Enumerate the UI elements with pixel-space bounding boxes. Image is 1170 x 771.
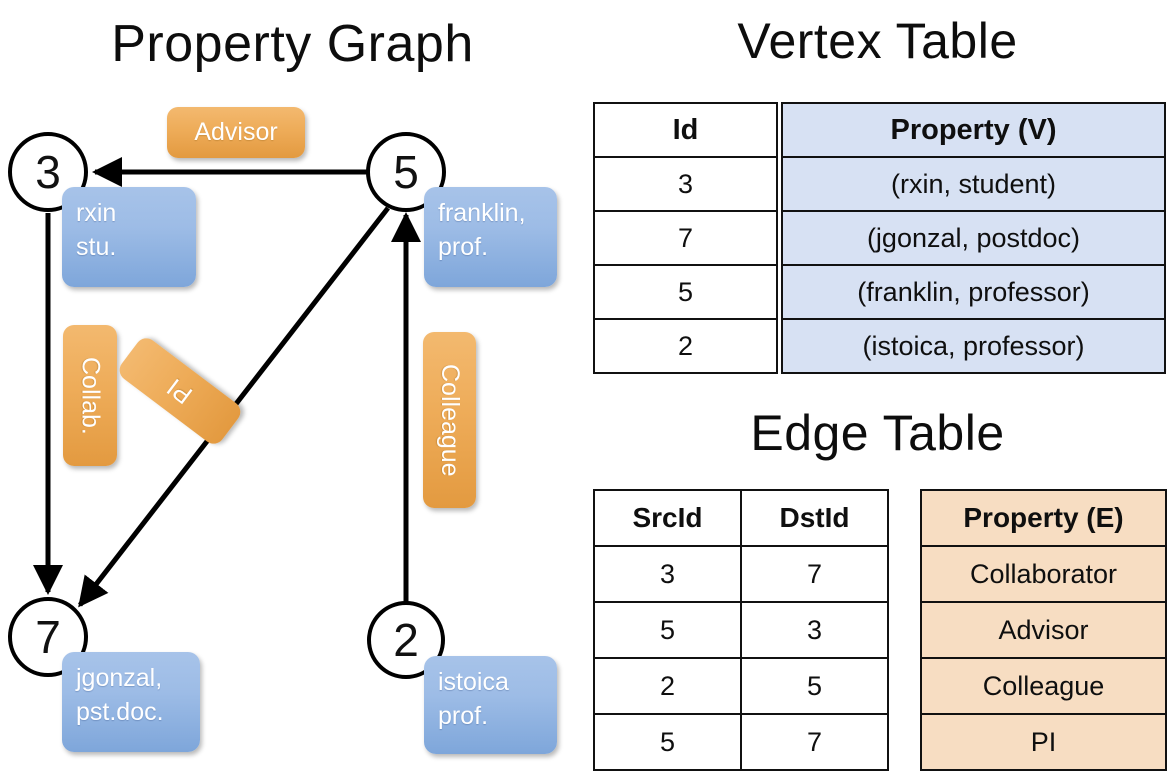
edge-label-advisor-text: Advisor <box>194 118 278 146</box>
table-row[interactable]: Advisor <box>920 601 1167 659</box>
table-row[interactable]: 5 <box>593 264 778 320</box>
vertex-row-1-property: (jgonzal, postdoc) <box>781 210 1166 266</box>
table-row[interactable]: 7 <box>593 210 778 266</box>
graph-node-7-label: 7 <box>35 611 61 663</box>
edge-label-pi-text: PI <box>161 373 198 410</box>
edge-row-0-src: 3 <box>593 545 742 603</box>
edge-row-0-dst: 7 <box>740 545 889 603</box>
edge-row-2-src: 2 <box>593 657 742 715</box>
table-row[interactable]: (rxin, student) <box>781 156 1166 212</box>
table-row[interactable]: 5 3 <box>593 601 889 659</box>
vertex-7-role: pst.doc. <box>76 697 164 726</box>
vertex-5-role: prof. <box>438 232 489 261</box>
table-row[interactable]: 3 <box>593 156 778 212</box>
vertex-2-name: istoica <box>438 668 509 696</box>
table-row[interactable]: 5 7 <box>593 713 889 771</box>
vertex-row-0-id: 3 <box>593 156 778 212</box>
graph-node-3-label: 3 <box>35 146 61 198</box>
vertex-table-property-column: Property (V) (rxin, student) (jgonzal, p… <box>781 102 1166 374</box>
vertex-3-name: rxin <box>76 199 117 227</box>
edge-table-header-srcid: SrcId <box>593 489 742 547</box>
table-header-row: Property (V) <box>781 102 1166 158</box>
vertex-table-header-property: Property (V) <box>781 102 1166 158</box>
edge-row-2-property: Colleague <box>920 657 1167 715</box>
graph-node-5-label: 5 <box>393 146 419 198</box>
edge-table-id-columns: SrcId DstId 3 7 5 3 2 5 5 7 <box>593 489 889 771</box>
vertex-row-3-id: 2 <box>593 318 778 374</box>
edge-label-colleague: Colleague <box>423 332 476 508</box>
vertex-row-2-property: (franklin, professor) <box>781 264 1166 320</box>
edge-row-1-dst: 3 <box>740 601 889 659</box>
page-title-vertex-table: Vertex Table <box>737 13 1018 69</box>
vertex-5-name: franklin, <box>438 199 526 227</box>
table-row[interactable]: PI <box>920 713 1167 771</box>
edge-table-property-column: Property (E) Collaborator Advisor Collea… <box>920 489 1167 771</box>
property-graph-diagram: 3 5 7 2 rxin stu. franklin, prof. jgonza… <box>0 80 585 760</box>
edge-label-colleague-text: Colleague <box>436 363 464 477</box>
vertex-row-3-property: (istoica, professor) <box>781 318 1166 374</box>
edge-row-3-src: 5 <box>593 713 742 771</box>
vertex-table-header-id: Id <box>593 102 778 158</box>
table-header-row: Property (E) <box>920 489 1167 547</box>
edge-row-1-property: Advisor <box>920 601 1167 659</box>
table-row[interactable]: 2 <box>593 318 778 374</box>
graph-node-2-label: 2 <box>393 614 419 666</box>
table-row[interactable]: Collaborator <box>920 545 1167 603</box>
table-row[interactable]: (franklin, professor) <box>781 264 1166 320</box>
table-row[interactable]: (jgonzal, postdoc) <box>781 210 1166 266</box>
edge-row-1-src: 5 <box>593 601 742 659</box>
vertex-2-role: prof. <box>438 701 489 730</box>
edge-row-2-dst: 5 <box>740 657 889 715</box>
page-title-property-graph: Property Graph <box>111 15 474 73</box>
edge-table-header-dstid: DstId <box>740 489 889 547</box>
edge-label-collab: Collab. <box>63 325 117 466</box>
table-row[interactable]: (istoica, professor) <box>781 318 1166 374</box>
table-row[interactable]: 3 7 <box>593 545 889 603</box>
page-title-edge-table: Edge Table <box>750 405 1005 461</box>
graph-node-5[interactable]: 5 <box>366 132 446 212</box>
vertex-property-badge-5: franklin, prof. <box>424 187 557 287</box>
edge-label-advisor: Advisor <box>167 107 305 158</box>
vertex-property-badge-2: istoica prof. <box>424 656 557 754</box>
vertex-row-2-id: 5 <box>593 264 778 320</box>
vertex-property-badge-7: jgonzal, pst.doc. <box>62 652 200 752</box>
vertex-property-badge-3: rxin stu. <box>62 187 196 287</box>
table-header-row: SrcId DstId <box>593 489 889 547</box>
graph-node-3[interactable]: 3 <box>8 132 88 212</box>
table-row[interactable]: 2 5 <box>593 657 889 715</box>
vertex-row-1-id: 7 <box>593 210 778 266</box>
vertex-row-0-property: (rxin, student) <box>781 156 1166 212</box>
edge-table-header-property: Property (E) <box>920 489 1167 547</box>
edge-label-collab-text: Collab. <box>76 356 105 435</box>
edge-row-0-property: Collaborator <box>920 545 1167 603</box>
vertex-3-role: stu. <box>76 232 117 261</box>
edge-row-3-property: PI <box>920 713 1167 771</box>
table-row[interactable]: Colleague <box>920 657 1167 715</box>
vertex-table-id-column: Id 3 7 5 2 <box>593 102 778 374</box>
edge-row-3-dst: 7 <box>740 713 889 771</box>
vertex-7-name: jgonzal, <box>76 664 163 692</box>
table-header-row: Id <box>593 102 778 158</box>
